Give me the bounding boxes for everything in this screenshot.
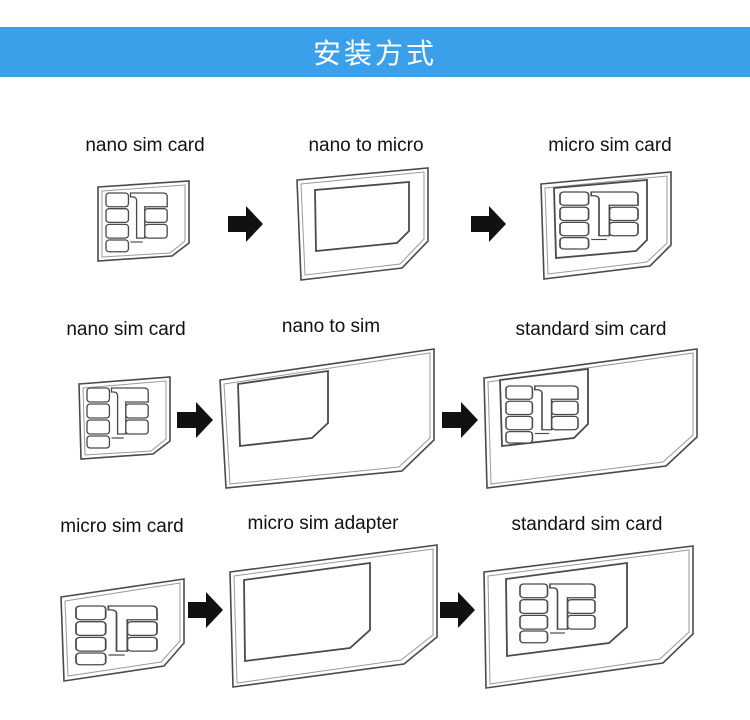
right-arrow-icon <box>440 592 475 628</box>
standard-sim-card-icon <box>483 348 698 489</box>
nano-sim-card-icon <box>78 376 171 460</box>
nano-to-micro-adapter-icon <box>296 167 429 281</box>
row1-result-label: micro sim card <box>548 135 672 156</box>
right-arrow-icon <box>471 206 506 242</box>
right-arrow-icon <box>177 402 213 438</box>
nano-to-sim-adapter-icon <box>219 348 435 489</box>
right-arrow-icon <box>188 592 223 628</box>
row2-adapter-label: nano to sim <box>281 316 381 337</box>
standard-sim-card-icon <box>483 545 694 689</box>
row1-adapter-label: nano to micro <box>308 135 424 156</box>
row1-source-label: nano sim card <box>85 135 205 156</box>
micro-sim-card-icon <box>540 171 672 280</box>
row3-adapter-label: micro sim adapter <box>247 513 399 534</box>
row2-source-label: nano sim card <box>66 319 186 340</box>
micro-sim-card-icon <box>60 578 185 682</box>
nano-sim-card-icon <box>97 180 190 262</box>
micro-sim-adapter-icon <box>229 544 438 688</box>
row3-result-label: standard sim card <box>511 514 663 535</box>
banner-title: 安装方式 <box>312 37 437 70</box>
right-arrow-icon <box>228 206 263 242</box>
title-banner: 安装方式 <box>0 27 750 77</box>
row3-source-label: micro sim card <box>60 516 184 537</box>
row2-result-label: standard sim card <box>515 319 667 340</box>
right-arrow-icon <box>442 402 478 438</box>
